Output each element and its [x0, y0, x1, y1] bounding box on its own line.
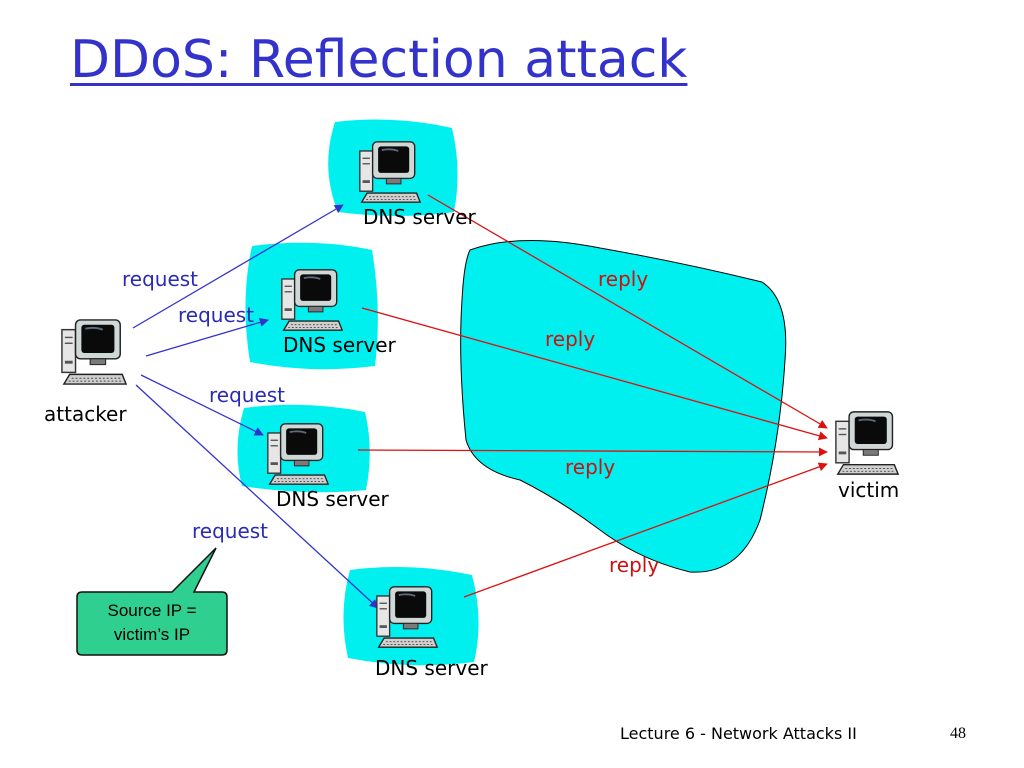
- reply-arrow-3: [357, 447, 828, 457]
- dns-server-computer-icon-3: [266, 422, 330, 486]
- dns-server-label-3: DNS server: [276, 487, 390, 511]
- dns-server-label-1: DNS server: [363, 205, 477, 229]
- request-label-2: request: [178, 303, 254, 327]
- request-label-1: request: [122, 267, 198, 291]
- reply-arrow-4: [463, 462, 828, 598]
- dns-server-computer-icon-2: [280, 268, 344, 332]
- callout-line-2: victim’s IP: [114, 625, 190, 644]
- reply-arrow-2: [361, 307, 828, 441]
- request-arrow-4: [135, 384, 379, 609]
- request-arrow-3: [140, 374, 264, 436]
- dns-server-computer-icon-1: [358, 140, 422, 204]
- reply-label-1: reply: [598, 267, 648, 291]
- reply-label-4: reply: [609, 553, 659, 577]
- victim-computer-icon: [834, 410, 900, 476]
- reply-label-2: reply: [545, 327, 595, 351]
- request-arrow-1: [132, 204, 344, 329]
- callout-box: [76, 547, 228, 656]
- reply-label-3: reply: [565, 455, 615, 479]
- attacker-label: attacker: [44, 402, 127, 426]
- slide-title: DDoS: Reflection attack: [70, 30, 688, 90]
- page-number: 48: [950, 725, 966, 742]
- dns-server-label-2: DNS server: [283, 333, 397, 357]
- callout-line-1: Source IP =: [108, 601, 197, 620]
- dns-server-label-4: DNS server: [375, 656, 489, 680]
- attacker-computer-icon: [60, 318, 128, 386]
- dns-server-computer-icon-4: [375, 585, 439, 649]
- victim-label: victim: [838, 478, 899, 502]
- reply-arrow-1: [427, 194, 828, 429]
- slide-footer: Lecture 6 - Network Attacks II: [620, 724, 857, 743]
- request-label-4: request: [192, 519, 268, 543]
- request-arrow-2: [145, 317, 269, 357]
- network-cloud: [460, 240, 787, 573]
- request-label-3: request: [209, 383, 285, 407]
